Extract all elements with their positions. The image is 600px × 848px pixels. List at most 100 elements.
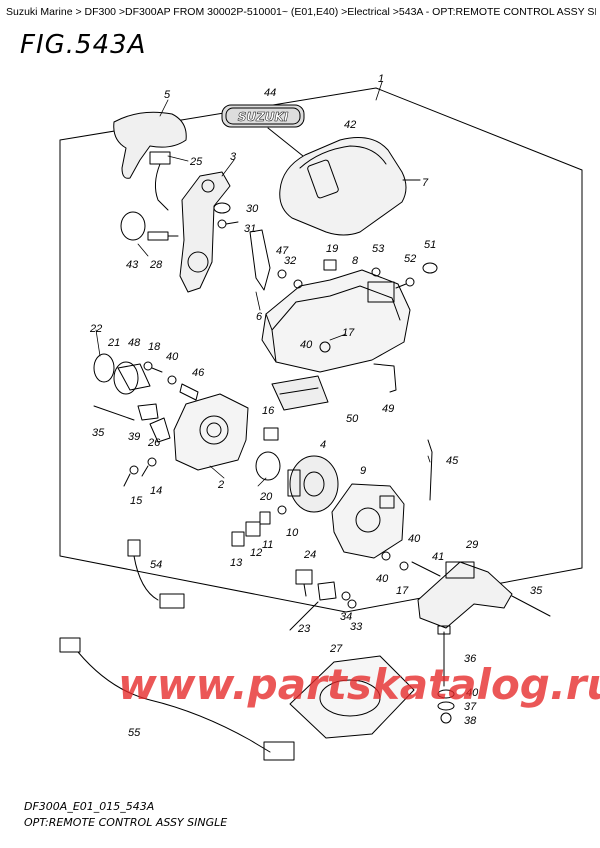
callout-9: 9 [360, 465, 366, 477]
part-26-spring [149, 417, 171, 443]
callout-14: 14 [150, 485, 162, 497]
callout-48: 48 [128, 337, 141, 349]
callout-51: 51 [424, 239, 436, 251]
part-28-bolt [147, 231, 179, 241]
callout-35b: 35 [530, 585, 543, 597]
callout-42: 42 [344, 119, 356, 131]
part-14-screw [141, 457, 157, 477]
part-55-harness [59, 637, 295, 761]
callout-24: 24 [303, 549, 316, 561]
callout-1: 1 [378, 73, 384, 85]
part-12-micro-switch [245, 521, 261, 537]
callout-32: 32 [284, 255, 296, 267]
part-13-switch [231, 531, 245, 547]
callout-11: 11 [262, 539, 273, 551]
breadcrumb: Suzuki Marine > DF300 >DF300AP FROM 3000… [6, 6, 596, 18]
suzuki-logo-text: SUZUKI [238, 110, 289, 124]
callout-30: 30 [246, 203, 259, 215]
callout-28: 28 [149, 259, 163, 271]
callout-20: 20 [259, 491, 273, 503]
part-10-pin [277, 505, 287, 515]
part-29-bracket [417, 561, 513, 629]
callout-40c: 40 [408, 533, 421, 545]
callout-55: 55 [128, 727, 141, 739]
part-36-bolt [437, 625, 451, 687]
callout-18: 18 [148, 341, 161, 353]
part-50-pad [271, 375, 329, 411]
part-19-clip [323, 259, 337, 271]
callout-2: 2 [217, 479, 224, 491]
callout-7: 7 [422, 177, 429, 189]
callout-38: 38 [464, 715, 477, 727]
callout-29: 29 [465, 539, 478, 551]
part-40-washer-b [381, 551, 391, 561]
callout-33: 33 [350, 621, 363, 633]
part-21-ring [113, 361, 139, 395]
part-38-nut [440, 712, 452, 724]
part-4-gear [287, 455, 339, 513]
part-22-ring [93, 353, 115, 383]
part-5-handle [113, 111, 187, 211]
callout-13: 13 [230, 557, 243, 569]
callout-52: 52 [404, 253, 416, 265]
part-43-disc [120, 211, 146, 241]
callout-6: 6 [256, 311, 263, 323]
part-35-screw-a [93, 405, 135, 421]
callout-25: 25 [189, 156, 203, 168]
part-53-nut [371, 267, 381, 277]
part-15-screw [123, 465, 139, 487]
assembly-frame [59, 87, 583, 613]
part-40-washer-c [437, 689, 455, 699]
callout-16: 16 [262, 405, 275, 417]
watermark-text: www.partskatalog.ru [118, 660, 600, 709]
callout-31: 31 [244, 223, 256, 235]
part-47-washer [277, 269, 287, 279]
part-16-nut [263, 427, 279, 441]
part-46-spring [179, 383, 199, 401]
callout-41: 41 [432, 551, 444, 563]
callout-40e: 40 [466, 687, 479, 699]
part-35-screw-b [511, 595, 551, 617]
callout-labels: 1 2 3 4 5 6 7 8 9 10 11 12 13 14 15 16 1… [89, 73, 543, 739]
callout-17a: 17 [342, 327, 355, 339]
callout-26: 26 [147, 437, 161, 449]
part-33-screw [347, 599, 357, 609]
callout-3: 3 [230, 151, 237, 163]
part-3-lever [179, 171, 271, 293]
callout-39: 39 [128, 431, 140, 443]
callout-34: 34 [340, 611, 352, 623]
part-20-bush [255, 451, 281, 481]
callout-40b: 40 [300, 339, 313, 351]
callout-46: 46 [192, 367, 205, 379]
part-27-gasket [289, 655, 415, 739]
part-39-bracket [137, 403, 159, 421]
part-9-housing [331, 483, 405, 559]
part-31-screw [217, 219, 239, 229]
callout-49: 49 [382, 403, 394, 415]
callout-4: 4 [320, 439, 326, 451]
part-41-screw [411, 561, 441, 577]
callout-17b: 17 [396, 585, 409, 597]
callout-40d: 40 [376, 573, 389, 585]
part-11-spring [259, 511, 271, 525]
part-17-screw-b [399, 561, 409, 571]
part-7-cover [279, 137, 421, 236]
part-48-plate [117, 363, 151, 391]
part-54-harness [127, 539, 185, 609]
leader-lines [95, 81, 431, 487]
callout-45: 45 [446, 455, 459, 467]
part-49-hex-key [373, 363, 397, 393]
part-24-switch [295, 569, 313, 597]
callout-21: 21 [107, 337, 120, 349]
part-34-washer [341, 591, 351, 601]
part-18-screw [143, 361, 163, 373]
part-51-ring [422, 262, 438, 274]
part-37-washer [437, 701, 455, 711]
callout-5: 5 [164, 89, 171, 101]
callout-12: 12 [250, 547, 262, 559]
part-52-screw [395, 277, 415, 289]
callout-54: 54 [150, 559, 162, 571]
part-30-washer [213, 202, 231, 214]
figure-title: FIG.543A [20, 30, 147, 60]
